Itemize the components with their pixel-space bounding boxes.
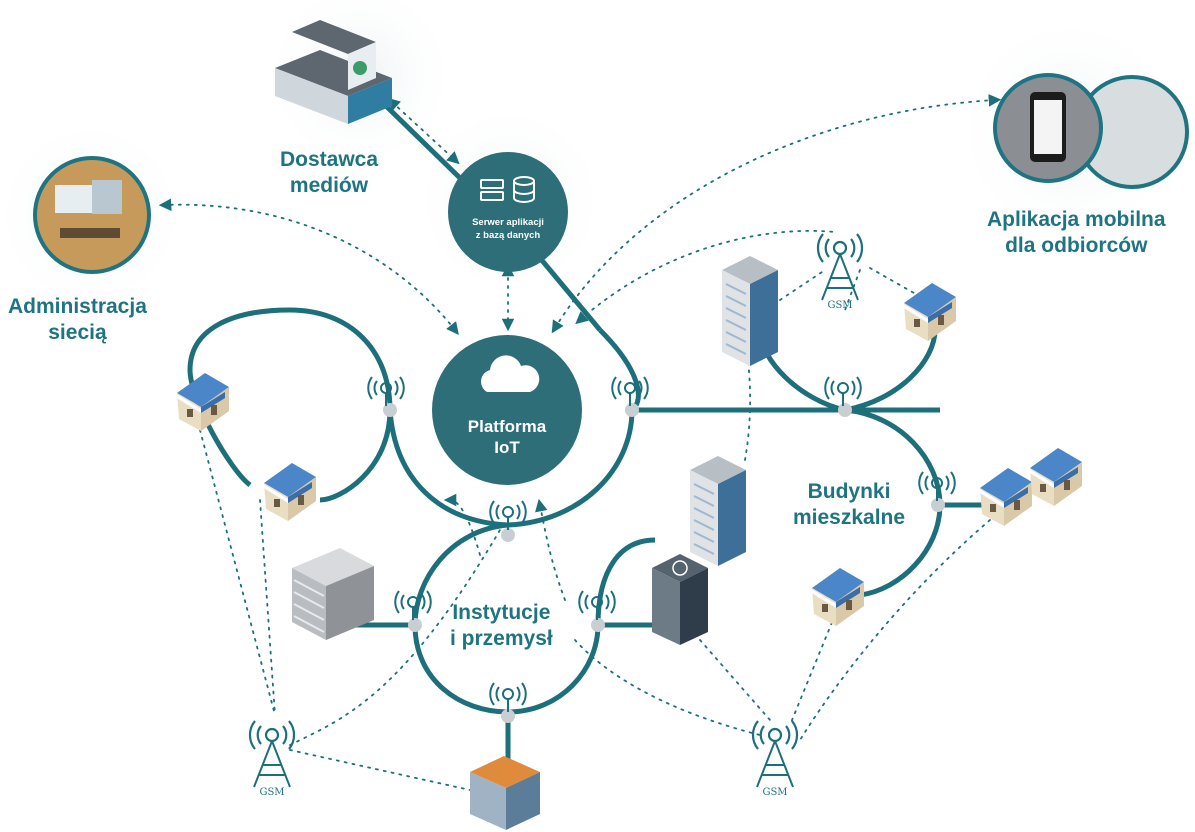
residential-label-line1: Budynki [807,480,891,503]
antenna-icon [394,590,432,621]
house-icon [978,468,1032,526]
antenna-icon [824,376,862,407]
app-server-label-line1: Serwer aplikacji [472,217,544,228]
antenna-icon [611,376,649,407]
office-building-icon [652,554,708,645]
mobile-app-label-line2: dla odbiorców [1005,234,1148,257]
gsm-tower-icon: GSM [248,719,296,798]
svg-text:GSM: GSM [762,787,787,798]
network-admin-label: Administracja siecią [8,294,147,346]
svg-text:GSM: GSM [259,787,284,798]
utility-building-icon [275,20,392,124]
iot-platform-label-line2: IoT [494,438,520,457]
media-supplier-label: Dostawca mediów [280,147,378,199]
factory-icon [292,548,374,640]
media-supplier-label-line2: mediów [289,174,369,197]
database-icon [513,176,535,203]
svg-text:GSM: GSM [827,300,852,311]
house-icon [810,568,864,626]
app-server-node: Serwer aplikacji z bazą danych [448,152,568,272]
media-supplier-label-line1: Dostawca [280,148,379,171]
cloud-icon [481,355,540,392]
network-admin-label-line2: siecią [48,321,107,344]
house-icon [1028,448,1082,506]
app-server-label-line2: z bazą danych [476,230,541,241]
office-building-icon [689,455,747,567]
iot-platform-label-line1: Platforma [468,417,547,436]
house-icon [262,463,316,521]
institutions-label-line1: Instytucje [452,601,551,624]
house-icon [175,373,229,431]
gsm-tower-icon: GSM [816,232,864,311]
network-nodes [383,403,945,723]
office-building-icon [721,255,779,367]
iot-platform-node: Platforma IoT [432,335,582,485]
house-icon [902,283,956,341]
antenna-icon [489,682,527,713]
network-admin-label-line1: Administracja [8,295,147,318]
smartphone-icon [993,73,1189,189]
server-icon [480,179,504,201]
mobile-app-label-line1: Aplikacja mobilna [987,208,1166,231]
gsm-tower-icon: GSM [751,719,799,798]
computer-icon [33,156,151,274]
institutions-label: Instytucje i przemysł [450,600,553,652]
residential-label: Budynki mieszkalne [793,479,905,531]
institutions-label-line2: i przemysł [450,627,553,650]
residential-label-line2: mieszkalne [793,506,906,529]
mobile-app-label: Aplikacja mobilna dla odbiorców [987,207,1166,259]
institution-building-icon [470,756,540,830]
